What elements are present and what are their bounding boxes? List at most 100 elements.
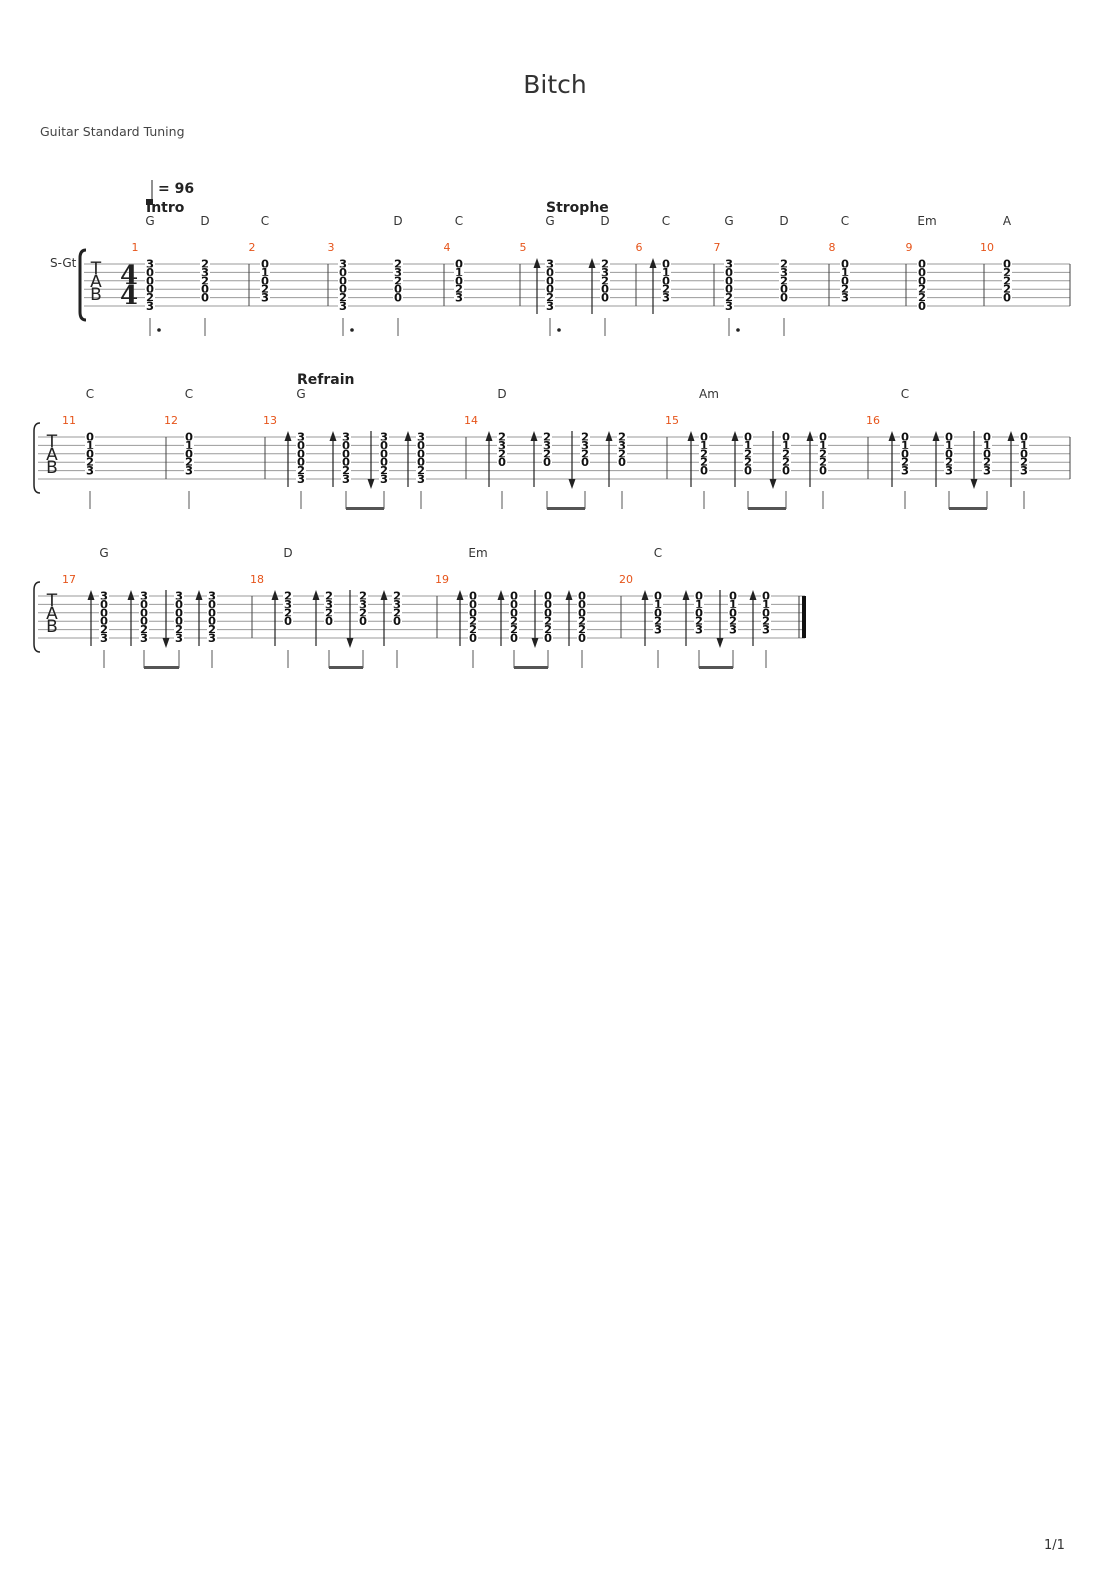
fret-background (694, 591, 704, 601)
fret-number: 3 (261, 291, 269, 305)
fret-background (779, 267, 789, 278)
fret-background (779, 292, 789, 303)
rhythm-dot (157, 328, 161, 332)
fret-background (818, 465, 828, 476)
fret-background (260, 275, 270, 286)
fret-background (545, 259, 555, 269)
fret-number: 0 (175, 614, 183, 628)
fret-background (454, 275, 464, 286)
fret-background (545, 267, 555, 278)
fret-number: 3 (841, 291, 849, 305)
fret-number: 2 (918, 282, 926, 296)
fret-background (1019, 448, 1029, 459)
fret-background (840, 267, 850, 278)
fret-background (543, 599, 553, 610)
fret-background (1019, 432, 1029, 442)
fret-number: 2 (359, 606, 367, 620)
chord-name: G (545, 214, 554, 228)
fret-background (341, 448, 351, 459)
fret-number: 0 (945, 447, 953, 461)
fret-number: 2 (455, 282, 463, 296)
fret-background (497, 440, 507, 451)
fret-number: 0 (394, 291, 402, 305)
fret-number: 0 (455, 274, 463, 288)
fret-background (260, 292, 270, 303)
fret-background (1002, 267, 1012, 278)
fret-background (379, 432, 389, 442)
fret-number: 3 (780, 265, 788, 279)
fret-number: 2 (700, 447, 708, 461)
strum-up-arrowhead (806, 431, 814, 441)
fret-number: 3 (725, 299, 733, 313)
fret-background (509, 607, 519, 618)
fret-background (542, 457, 552, 468)
fret-number: 0 (544, 631, 552, 645)
chord-name: C (841, 214, 849, 228)
strum-up-arrowhead (284, 431, 292, 441)
fret-number: 0 (380, 455, 388, 469)
strum-up-arrowhead (749, 590, 757, 600)
fret-background (617, 448, 627, 459)
fret-background (1019, 440, 1029, 451)
fret-background (699, 465, 709, 476)
chord-name: Em (468, 546, 487, 560)
fret-background (497, 432, 507, 442)
fret-number: 0 (918, 274, 926, 288)
fret-background (85, 440, 95, 451)
fret-background (174, 616, 184, 627)
fret-background (617, 440, 627, 451)
tab-clef-letter: B (46, 617, 58, 637)
fret-number: 2 (695, 614, 703, 628)
fret-number: 3 (185, 464, 193, 478)
fret-number: 3 (342, 472, 350, 486)
fret-number: 2 (578, 623, 586, 637)
fret-number: 0 (700, 464, 708, 478)
fret-background (917, 284, 927, 295)
fret-background (761, 624, 771, 635)
fret-background (145, 284, 155, 295)
fret-number: 0 (146, 265, 154, 279)
fret-background (600, 267, 610, 278)
fret-background (900, 432, 910, 442)
fret-background (207, 624, 217, 635)
fret-number: 0 (342, 447, 350, 461)
fret-number: 3 (546, 299, 554, 313)
strum-up-arrowhead (687, 431, 695, 441)
fret-background (145, 267, 155, 278)
fret-number: 3 (654, 623, 662, 637)
fret-background (296, 440, 306, 451)
fret-number: 2 (618, 430, 626, 444)
fret-background (296, 465, 306, 476)
fret-background (900, 465, 910, 476)
fret-background (917, 267, 927, 278)
bar-number: 12 (164, 414, 178, 427)
fret-background (468, 591, 478, 601)
fret-background (699, 432, 709, 442)
fret-number: 2 (284, 589, 292, 603)
fret-background (818, 432, 828, 442)
fret-number: 0 (140, 606, 148, 620)
fret-background (358, 616, 368, 627)
fret-background (577, 599, 587, 610)
fret-number: 0 (146, 274, 154, 288)
fret-background (661, 275, 671, 286)
fret-number: 0 (1003, 257, 1011, 271)
fret-number: 0 (86, 430, 94, 444)
fret-background (324, 616, 334, 627)
bar-number: 20 (619, 573, 633, 586)
fret-background (743, 457, 753, 468)
fret-number: 0 (175, 597, 183, 611)
fret-background (509, 633, 519, 643)
bar-number: 3 (328, 241, 335, 254)
rhythm-beam (144, 666, 179, 669)
strum-down-arrowhead (716, 638, 724, 648)
fret-number: 2 (86, 455, 94, 469)
fret-number: 1 (901, 438, 909, 452)
fret-background (900, 440, 910, 451)
fret-background (944, 440, 954, 451)
fret-number: 1 (782, 438, 790, 452)
fret-number: 3 (208, 589, 216, 603)
strum-up-arrowhead (127, 590, 135, 600)
fret-background (577, 633, 587, 643)
chord-name: C (185, 387, 193, 401)
